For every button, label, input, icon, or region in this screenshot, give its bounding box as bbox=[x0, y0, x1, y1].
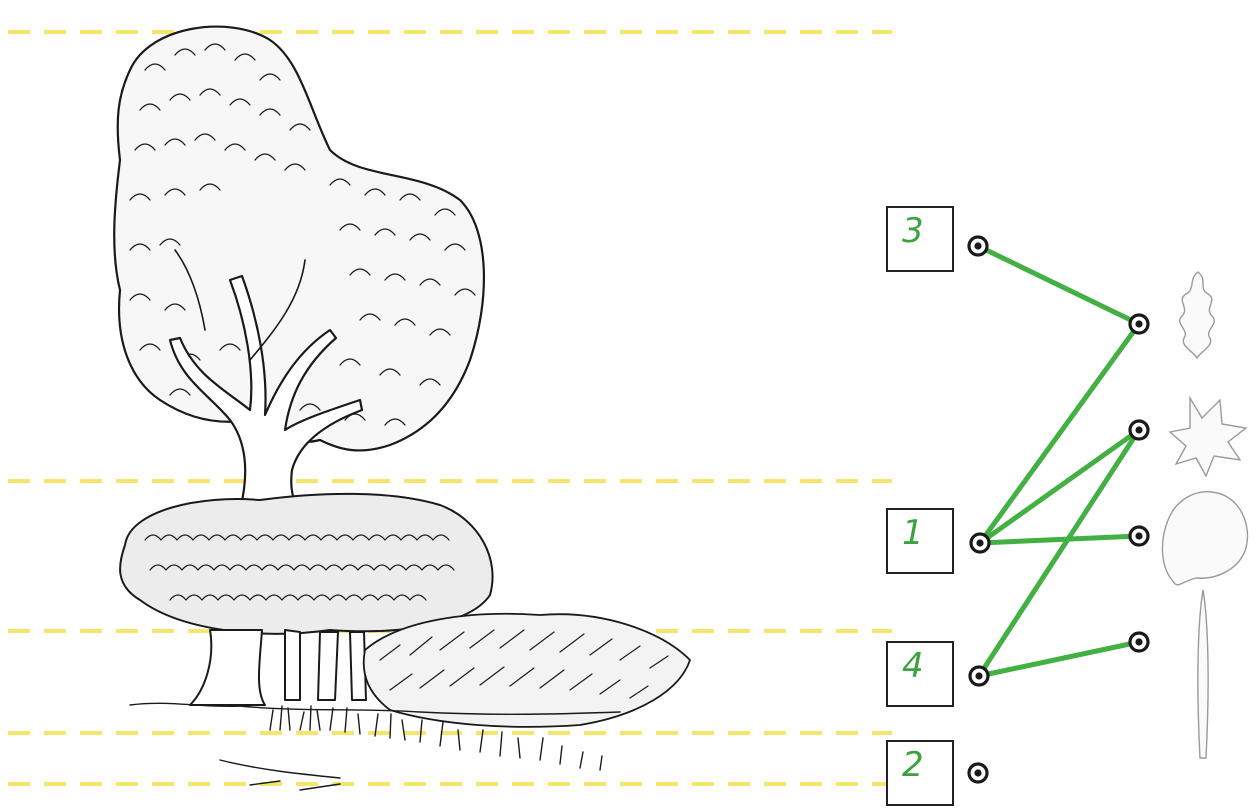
link-line-1-to-oak-leaf bbox=[977, 321, 1142, 546]
label-box-1: 1 bbox=[886, 508, 954, 574]
connector-dot-oak-leaf[interactable] bbox=[1128, 313, 1150, 335]
connector-dot-maple-leaf[interactable] bbox=[1128, 419, 1150, 441]
connector-dot-box-3[interactable] bbox=[967, 235, 989, 257]
label-box-3: 3 bbox=[886, 206, 954, 272]
tree-trunk bbox=[168, 249, 364, 514]
maple-leaf-icon bbox=[1168, 395, 1248, 478]
link-line-1-to-round-leaf bbox=[977, 533, 1142, 546]
tree-canopy bbox=[113, 25, 486, 452]
label-box-2: 2 bbox=[886, 740, 954, 806]
herb-texture bbox=[379, 629, 669, 699]
link-line-1-to-maple-leaf bbox=[977, 427, 1142, 546]
leaf-icons bbox=[1161, 271, 1249, 759]
link-line-4-to-maple-leaf bbox=[976, 427, 1142, 679]
label-number-2: 2 bbox=[902, 745, 924, 785]
connector-dot-grass-blade[interactable] bbox=[1128, 631, 1150, 653]
round-leaf-icon bbox=[1161, 491, 1249, 586]
lower-trunks bbox=[189, 629, 367, 706]
grass-blade-icon bbox=[1197, 589, 1209, 759]
link-lines bbox=[975, 243, 1142, 679]
connector-dot-box-1[interactable] bbox=[969, 532, 991, 554]
shrub-layer bbox=[119, 492, 494, 635]
shrub-texture bbox=[144, 534, 455, 601]
canopy-texture bbox=[129, 43, 476, 426]
link-line-4-to-grass-blade bbox=[976, 639, 1142, 679]
connector-dot-box-2[interactable] bbox=[967, 762, 989, 784]
connector-dot-box-4[interactable] bbox=[968, 665, 990, 687]
link-line-3-to-oak-leaf bbox=[975, 243, 1142, 327]
connector-dots bbox=[967, 235, 1150, 784]
connector-dot-round-leaf[interactable] bbox=[1128, 525, 1150, 547]
label-number-4: 4 bbox=[902, 646, 924, 686]
ground-grass bbox=[129, 702, 621, 791]
label-box-4: 4 bbox=[886, 641, 954, 707]
label-number-3: 3 bbox=[902, 211, 924, 251]
herb-layer bbox=[362, 612, 691, 728]
tree-illustration bbox=[113, 25, 691, 791]
oak-leaf-icon bbox=[1179, 271, 1215, 360]
label-number-1: 1 bbox=[902, 513, 924, 553]
